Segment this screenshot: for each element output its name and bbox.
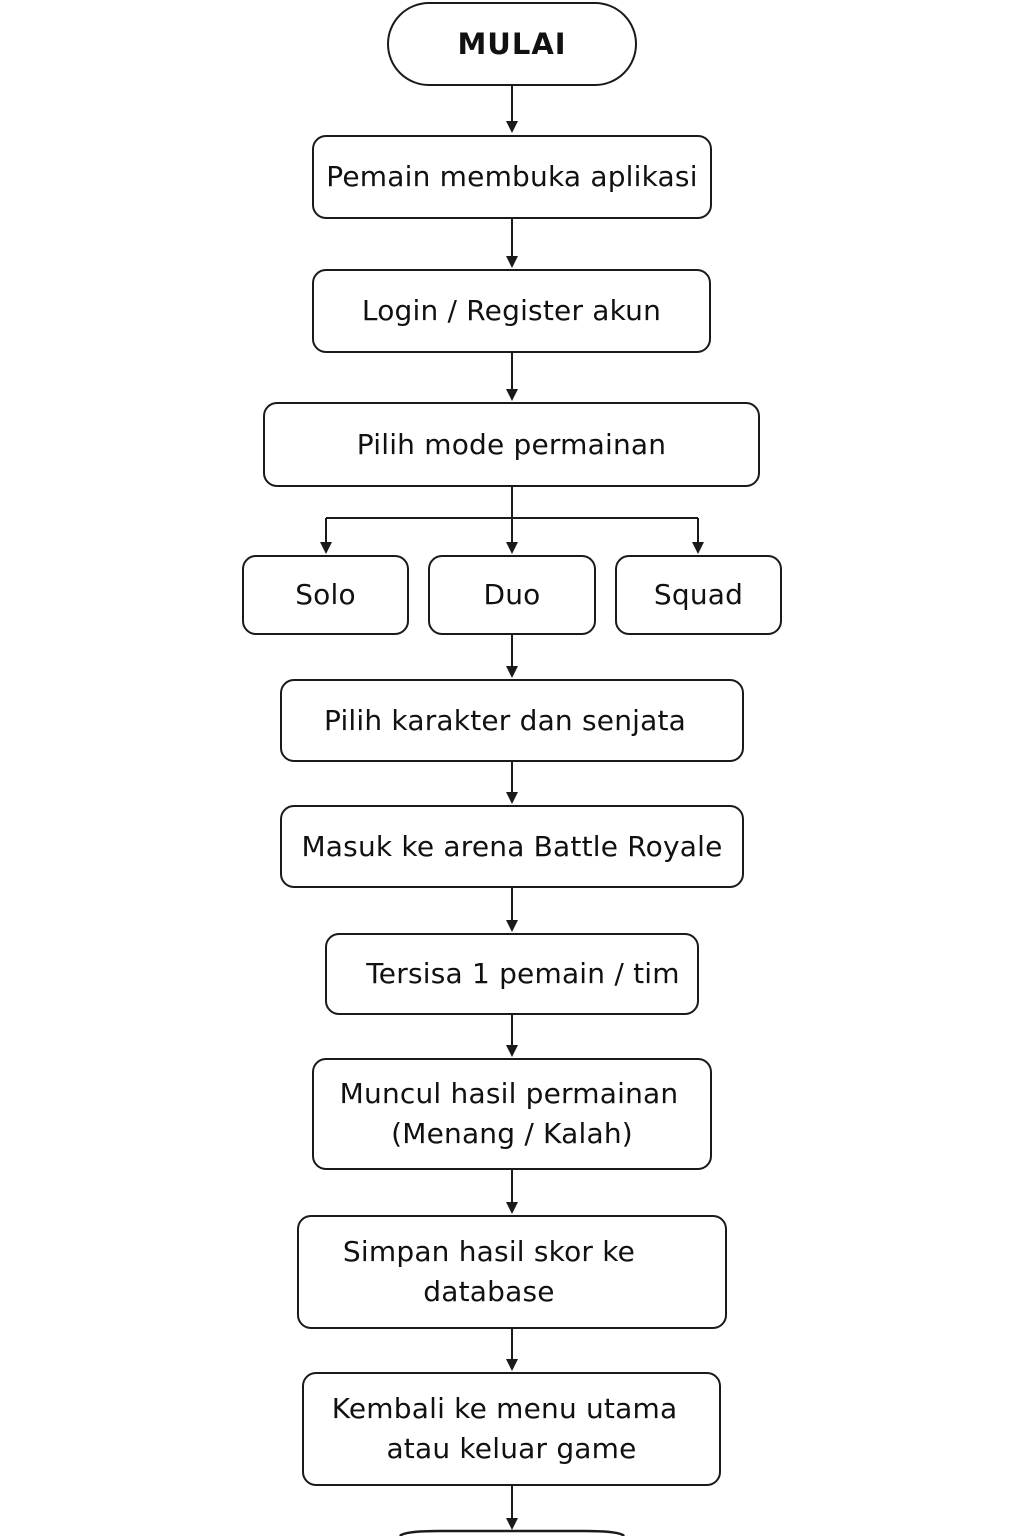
step-choose-character-label: Pilih karakter dan senjata [323, 703, 687, 737]
step-choose-mode-label: Pilih mode permainan [356, 427, 667, 461]
step-enter-arena: Masuk ke arena Battle Royale [280, 805, 744, 888]
end-terminal-partial [399, 1529, 625, 1536]
mode-squad-label: Squad [653, 578, 744, 611]
mode-duo-label: Duo [483, 578, 541, 611]
step-save-score: Simpan hasil skor ke database [297, 1215, 727, 1329]
mode-solo-label: Solo [295, 578, 356, 611]
step-back-or-exit-line1: Kembali ke menu utama [331, 1392, 678, 1425]
start-label: MULAI [457, 27, 567, 61]
step-result: Muncul hasil permainan (Menang / Kalah) [312, 1058, 712, 1170]
step-choose-mode: Pilih mode permainan [263, 402, 760, 487]
mode-solo: Solo [242, 555, 409, 635]
step-enter-arena-label: Masuk ke arena Battle Royale [301, 829, 723, 863]
step-login: Login / Register akun [312, 269, 711, 353]
step-result-line2: (Menang / Kalah) [391, 1117, 633, 1150]
mode-squad: Squad [615, 555, 782, 635]
start-terminal: MULAI [387, 2, 637, 86]
step-back-or-exit-line2: atau keluar game [386, 1432, 637, 1465]
step-open-app: Pemain membuka aplikasi [312, 135, 712, 219]
step-open-app-label: Pemain membuka aplikasi [326, 160, 698, 193]
step-login-label: Login / Register akun [361, 294, 662, 327]
step-save-score-line1: Simpan hasil skor ke [342, 1235, 636, 1268]
mode-duo: Duo [428, 555, 596, 635]
step-choose-character: Pilih karakter dan senjata [280, 679, 744, 762]
step-last-standing: Tersisa 1 pemain / tim [325, 933, 699, 1015]
step-result-line1: Muncul hasil permainan [339, 1077, 679, 1110]
step-back-or-exit: Kembali ke menu utama atau keluar game [302, 1372, 721, 1486]
step-save-score-line2: database [423, 1275, 555, 1308]
step-last-standing-label: Tersisa 1 pemain / tim [366, 957, 680, 990]
